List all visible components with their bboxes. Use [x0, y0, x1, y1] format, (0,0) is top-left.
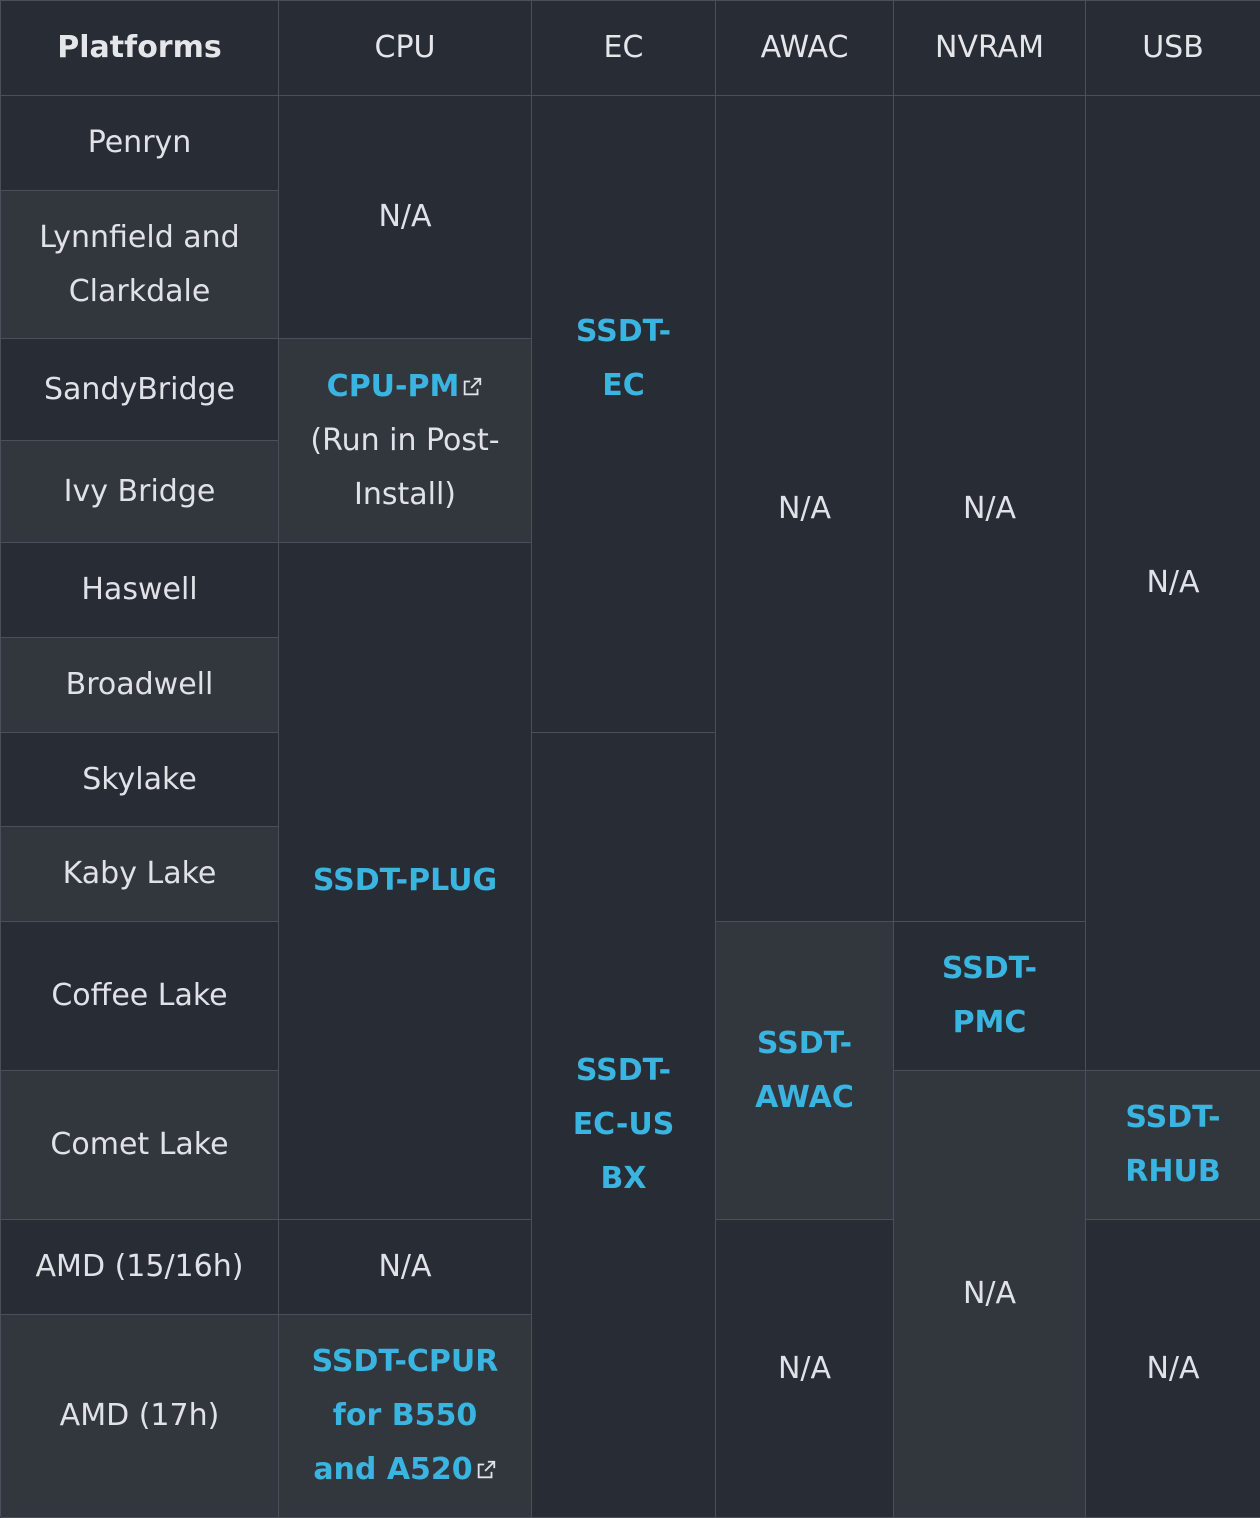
cpu-pm-link[interactable]: CPU-PM: [327, 369, 484, 404]
platform-penryn: Penryn: [1, 96, 279, 191]
platform-kaby-lake: Kaby Lake: [1, 827, 279, 922]
platform-amd-15-16h: AMD (15/16h): [1, 1220, 279, 1315]
platform-label: Lynnfield and Clarkdale: [39, 219, 240, 309]
platform-lynnfield-clarkdale: Lynnfield and Clarkdale: [1, 191, 279, 339]
platform-skylake: Skylake: [1, 733, 279, 827]
ssdt-rhub-link[interactable]: SSDT-RHUB: [1125, 1100, 1221, 1189]
usb-na-top: N/A: [1086, 96, 1260, 1071]
header-usb: USB: [1086, 1, 1260, 96]
usb-ssdt-rhub-cell: SSDT-RHUB: [1086, 1071, 1260, 1220]
platform-haswell: Haswell: [1, 543, 279, 638]
platform-amd-17h: AMD (17h): [1, 1315, 279, 1518]
awac-na-bottom: N/A: [716, 1220, 894, 1518]
ssdt-ec-usbx-link[interactable]: SSDT-EC-USBX: [572, 1053, 675, 1196]
nvram-na-top: N/A: [894, 96, 1086, 922]
awac-ssdt-awac-cell: SSDT-AWAC: [716, 922, 894, 1220]
platform-broadwell: Broadwell: [1, 638, 279, 733]
ec-ssdt-ec-usbx-cell: SSDT-EC-USBX: [532, 733, 716, 1518]
usb-na-bottom: N/A: [1086, 1220, 1260, 1518]
platform-coffee-lake: Coffee Lake: [1, 922, 279, 1071]
external-link-icon: [477, 1460, 495, 1479]
ec-ssdt-ec-cell: SSDT-EC: [532, 96, 716, 733]
awac-na-top: N/A: [716, 96, 894, 922]
cpu-na-amd: N/A: [279, 1220, 532, 1315]
header-platforms: Platforms: [1, 1, 279, 96]
header-cpu: CPU: [279, 1, 532, 96]
cpu-na-legacy: N/A: [279, 96, 532, 339]
platform-sandybridge: SandyBridge: [1, 339, 279, 441]
header-ec: EC: [532, 1, 716, 96]
header-awac: AWAC: [716, 1, 894, 96]
cpu-pm-cell: CPU-PM (Run in Post-Install): [279, 339, 532, 543]
cpu-ssdt-cpur-cell: SSDT-CPUR for B550 and A520: [279, 1315, 532, 1518]
cpu-ssdt-plug-cell: SSDT-PLUG: [279, 543, 532, 1220]
ssdt-cpur-link[interactable]: SSDT-CPUR for B550 and A520: [311, 1344, 499, 1487]
platform-comet-lake: Comet Lake: [1, 1071, 279, 1220]
external-link-icon: [464, 377, 482, 395]
ssdt-ec-link[interactable]: SSDT-EC: [575, 314, 672, 403]
ssdt-pmc-link[interactable]: SSDT-PMC: [941, 951, 1038, 1040]
nvram-ssdt-pmc-cell: SSDT-PMC: [894, 922, 1086, 1071]
ssdt-awac-link[interactable]: SSDT-AWAC: [755, 1025, 854, 1115]
platform-ivy-bridge: Ivy Bridge: [1, 441, 279, 543]
header-nvram: NVRAM: [894, 1, 1086, 96]
cpu-pm-note: (Run in Post-Install): [310, 422, 500, 512]
nvram-na-bottom: N/A: [894, 1071, 1086, 1518]
ssdt-plug-link[interactable]: SSDT-PLUG: [312, 863, 498, 898]
